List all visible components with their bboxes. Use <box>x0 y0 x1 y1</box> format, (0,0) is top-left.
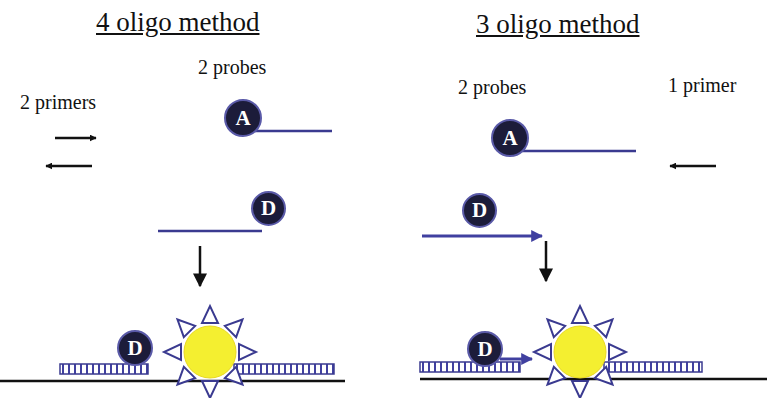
dye-letter: A <box>502 128 517 149</box>
primer-arrow <box>55 137 96 140</box>
template-strand <box>0 380 345 383</box>
primer-arrow <box>670 165 716 168</box>
oligo-label: 2 probes <box>458 76 526 98</box>
hybridized-probe <box>604 362 702 372</box>
probe-primer-line <box>422 235 542 238</box>
extension-arrow <box>500 358 532 361</box>
fluorescence-burst <box>164 306 256 398</box>
fluorophore-circle: D <box>467 331 503 367</box>
probe-line <box>255 130 332 133</box>
dye-letter: D <box>472 200 487 221</box>
fluorophore-circle: A <box>491 119 529 157</box>
hybridized-probe <box>420 362 520 372</box>
dye-letter: D <box>127 338 142 359</box>
fluorophore-circle: A <box>224 99 262 137</box>
method-heading: 3 oligo method <box>476 10 640 40</box>
oligo-label: 2 probes <box>198 56 266 78</box>
dye-letter: D <box>261 198 276 219</box>
probe-line <box>522 150 636 153</box>
oligo-label: 1 primer <box>668 74 736 96</box>
oligo-label: 2 primers <box>20 91 96 113</box>
probe-line <box>158 230 262 233</box>
fluorophore-circle: D <box>117 330 153 366</box>
dye-letter: D <box>477 339 492 360</box>
primer-arrow <box>46 165 92 168</box>
hybridized-probe <box>234 364 334 374</box>
fluorescence-burst <box>534 306 626 398</box>
dye-letter: A <box>235 108 250 129</box>
method-heading: 4 oligo method <box>96 8 260 38</box>
fluorophore-circle: D <box>251 191 286 226</box>
down-arrow <box>545 241 548 281</box>
down-arrow <box>199 246 202 286</box>
fluorophore-circle: D <box>462 193 497 228</box>
